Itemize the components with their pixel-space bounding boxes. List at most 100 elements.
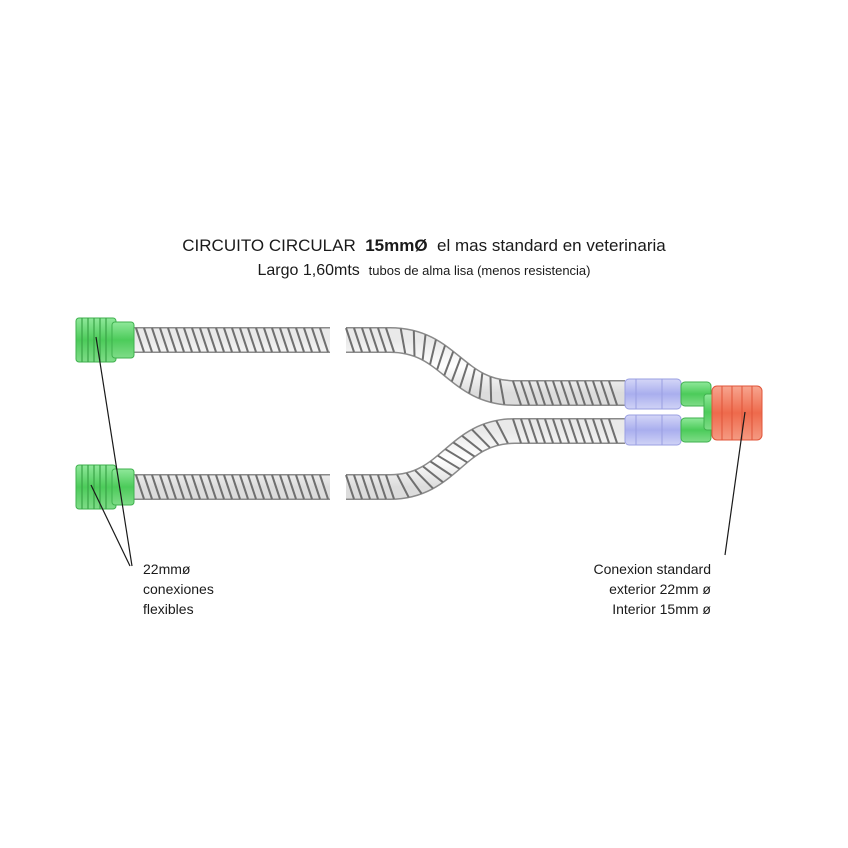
coil-ring (528, 380, 538, 406)
callout-left-line-1: 22mmø (143, 561, 191, 577)
coil-ring (452, 441, 476, 458)
red-standard-connector (711, 385, 763, 441)
coil-ring (143, 327, 153, 353)
coil-ring (528, 418, 538, 444)
tube-lower-corrugation (135, 418, 618, 500)
coil-ring (143, 474, 153, 500)
coil-ring (600, 418, 610, 444)
coil-ring (450, 357, 462, 382)
coil-ring (271, 474, 281, 500)
coil-ring (239, 474, 249, 500)
coil-ring (520, 380, 530, 406)
callout-right-line-2: exterior 22mm ø (609, 581, 711, 597)
coil-ring (536, 380, 546, 406)
coil-ring (345, 474, 355, 500)
coil-ring (437, 454, 461, 470)
coil-ring (576, 418, 586, 444)
coil-ring (191, 327, 201, 353)
coil-ring (520, 418, 530, 444)
coil-ring (422, 465, 444, 483)
coil-ring (544, 380, 554, 406)
coil-ring (495, 420, 509, 444)
coil-ring (468, 368, 476, 394)
coil-ring (263, 474, 273, 500)
coil-ring (295, 474, 305, 500)
coil-ring (478, 373, 484, 399)
coil-ring (223, 474, 233, 500)
coil-ring (353, 474, 363, 500)
coil-ring (255, 327, 265, 353)
coil-ring (600, 380, 610, 406)
callout-left-connectors: 22mmø conexiones flexibles (143, 559, 214, 619)
title-diameter: 15mmØ (365, 236, 428, 255)
coil-ring (512, 418, 522, 444)
subtitle-length: Largo 1,60mts (257, 262, 360, 279)
callout-left-line-3: flexibles (143, 601, 194, 617)
subtitle-note: tubos de alma lisa (menos resistencia) (368, 263, 591, 278)
coil-ring (345, 327, 355, 353)
callout-leader-lines-left (90, 336, 133, 567)
coil-ring (560, 380, 570, 406)
coil-ring (444, 448, 468, 464)
coil-ring (183, 474, 193, 500)
coil-ring (568, 418, 578, 444)
coil-ring (271, 327, 281, 353)
title-text-1: CIRCUITO CIRCULAR (182, 236, 356, 255)
coil-ring (552, 380, 562, 406)
callout-right-connector: Conexion standard exterior 22mm ø Interi… (593, 559, 711, 619)
coil-ring (592, 418, 602, 444)
coil-ring (412, 330, 416, 357)
coil-ring (263, 327, 273, 353)
tube-upper-corrugation (135, 327, 618, 406)
callout-right-line-3: Interior 15mm ø (612, 601, 711, 617)
coil-ring (399, 328, 407, 354)
coil-ring (279, 327, 289, 353)
title-text-2: el mas standard en veterinaria (437, 236, 666, 255)
coil-ring (247, 327, 257, 353)
coil-ring (223, 327, 233, 353)
coil-ring (135, 327, 145, 353)
blue-sleeve-lower (624, 414, 682, 446)
coil-ring (247, 474, 257, 500)
coil-ring (191, 474, 201, 500)
coil-ring (151, 474, 161, 500)
coil-ring (369, 474, 379, 500)
coil-ring (135, 474, 145, 500)
coil-ring (303, 474, 313, 500)
coil-ring (353, 327, 363, 353)
coil-ring (443, 351, 455, 376)
coil-ring (461, 435, 483, 453)
coil-ring (396, 474, 410, 498)
coil-ring (471, 428, 491, 449)
coil-ring (544, 418, 554, 444)
coil-ring (560, 418, 570, 444)
coil-ring (361, 474, 371, 500)
coil-ring (319, 327, 329, 353)
coil-ring (151, 327, 161, 353)
diagram-subtitle: Largo 1,60mts tubos de alma lisa (menos … (0, 262, 848, 280)
coil-ring (287, 327, 297, 353)
coil-ring (167, 327, 177, 353)
coil-ring (429, 339, 437, 365)
coil-ring (255, 474, 265, 500)
coil-ring (385, 327, 395, 353)
coil-ring (207, 327, 217, 353)
coil-ring (459, 363, 469, 388)
coil-ring (207, 474, 217, 500)
coil-ring (175, 327, 185, 353)
coil-ring (498, 379, 506, 405)
coil-ring (199, 327, 209, 353)
left-connector-upper (75, 317, 135, 363)
coil-ring (568, 380, 578, 406)
coil-ring (536, 418, 546, 444)
coil-ring (482, 423, 500, 446)
blue-sleeve-upper (624, 378, 682, 410)
coil-ring (183, 327, 193, 353)
coil-ring (361, 327, 371, 353)
callout-leader-line-right (724, 411, 746, 556)
coil-ring (377, 327, 387, 353)
coil-ring (369, 327, 379, 353)
coil-ring (159, 474, 169, 500)
coil-ring (592, 380, 602, 406)
